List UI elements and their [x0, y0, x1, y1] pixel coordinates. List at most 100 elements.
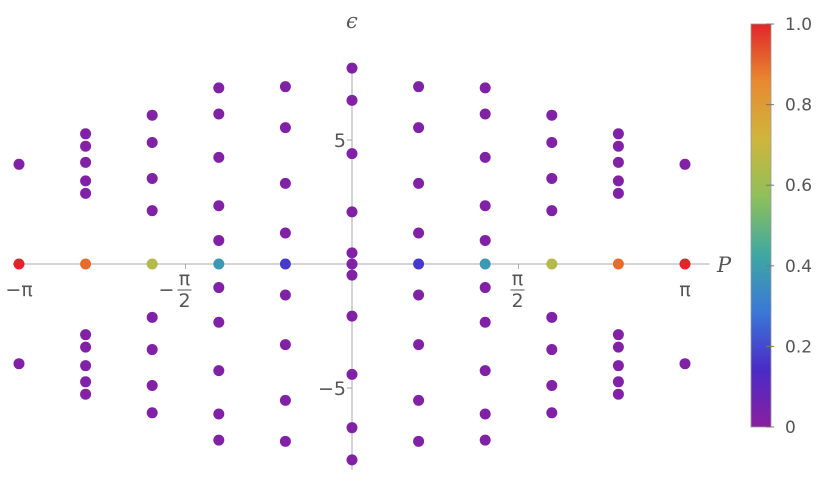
y-tick-label: −5: [318, 378, 346, 400]
x-tick-label-numerator: π: [512, 268, 523, 290]
data-point: [213, 234, 225, 246]
data-point: [80, 329, 92, 341]
data-point: [346, 247, 358, 259]
y-axis-label: ϵ: [346, 9, 358, 33]
data-point: [346, 269, 358, 281]
data-point: [279, 435, 291, 447]
data-point: [213, 408, 225, 420]
data-point: [546, 136, 558, 148]
data-point: [146, 205, 158, 217]
data-point: [612, 156, 624, 168]
data-point: [546, 344, 558, 356]
data-point: [479, 434, 491, 446]
data-point: [479, 365, 491, 377]
data-point: [413, 289, 425, 301]
x-tick-label: −π: [5, 279, 32, 301]
data-point: [413, 122, 425, 134]
data-point: [80, 156, 92, 168]
data-point: [346, 258, 358, 270]
colorbar-tick-label: 0.6: [785, 176, 812, 196]
data-point: [479, 282, 491, 294]
data-point: [679, 258, 691, 270]
data-point: [346, 206, 358, 218]
data-point: [612, 128, 624, 140]
data-point: [279, 227, 291, 239]
data-point: [612, 187, 624, 199]
colorbar-tick-label: 0: [785, 418, 796, 438]
data-point: [146, 109, 158, 121]
data-point: [679, 358, 691, 370]
data-point: [80, 187, 92, 199]
data-point: [80, 258, 92, 270]
data-point: [479, 151, 491, 163]
data-point: [279, 258, 291, 270]
x-axis-label: P: [716, 253, 732, 277]
data-point: [413, 435, 425, 447]
data-point: [546, 407, 558, 419]
data-point: [479, 316, 491, 328]
x-tick-label-sign: −: [159, 279, 175, 301]
data-point: [146, 172, 158, 184]
data-point: [80, 341, 92, 353]
data-point: [279, 339, 291, 351]
data-point: [146, 311, 158, 323]
data-point: [146, 407, 158, 419]
data-point: [213, 258, 225, 270]
data-point: [13, 158, 25, 170]
colorbar: 1.00.80.60.40.20: [750, 15, 812, 438]
data-point: [413, 258, 425, 270]
data-point: [546, 205, 558, 217]
x-tick-label: π: [679, 279, 690, 301]
data-point: [279, 394, 291, 406]
data-point: [279, 122, 291, 134]
data-point: [479, 408, 491, 420]
data-point: [346, 310, 358, 322]
data-point: [546, 172, 558, 184]
data-point: [612, 175, 624, 187]
colorbar-gradient: [750, 23, 772, 428]
data-point: [213, 316, 225, 328]
data-point: [612, 258, 624, 270]
colorbar-tick-label: 1.0: [785, 15, 812, 35]
x-tick-label-denominator: 2: [511, 290, 523, 312]
data-point: [80, 360, 92, 372]
colorbar-tick-label: 0.4: [785, 257, 812, 277]
data-point: [479, 258, 491, 270]
x-tick-label-numerator: π: [179, 268, 190, 290]
data-point: [413, 227, 425, 239]
data-point: [213, 151, 225, 163]
data-point: [279, 289, 291, 301]
y-tick-label: 5: [334, 130, 346, 152]
data-point: [346, 422, 358, 434]
data-point: [80, 128, 92, 140]
data-point: [80, 376, 92, 388]
data-point: [213, 282, 225, 294]
data-point: [80, 140, 92, 152]
data-point: [13, 358, 25, 370]
data-point: [413, 177, 425, 189]
data-point: [546, 109, 558, 121]
data-point: [346, 62, 358, 74]
data-point: [479, 82, 491, 94]
data-point: [612, 140, 624, 152]
colorbar-tick-label: 0.2: [785, 337, 812, 357]
data-point: [612, 329, 624, 341]
x-tick-label-denominator: 2: [178, 290, 190, 312]
data-point: [612, 388, 624, 400]
data-point: [279, 81, 291, 93]
data-point: [612, 341, 624, 353]
data-point: [346, 454, 358, 466]
data-point: [612, 376, 624, 388]
data-point: [146, 136, 158, 148]
data-points: [13, 62, 691, 466]
data-point: [146, 380, 158, 392]
data-point: [479, 234, 491, 246]
data-point: [413, 81, 425, 93]
data-point: [213, 82, 225, 94]
data-point: [346, 148, 358, 160]
data-point: [413, 339, 425, 351]
data-point: [546, 380, 558, 392]
data-point: [213, 200, 225, 212]
